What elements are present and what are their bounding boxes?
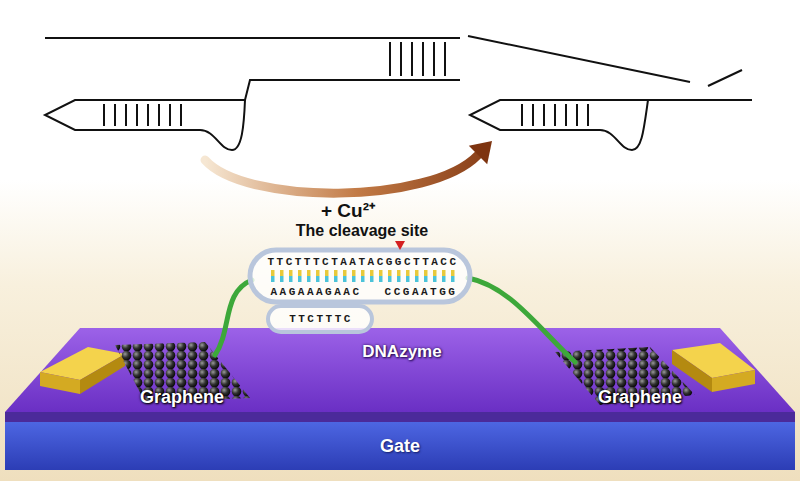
dielectric-edge [5,412,795,422]
sequence-text: CCGAATGG [385,286,458,298]
callout-label: The cleavage site [296,222,429,240]
schematic-intact [45,38,460,150]
dna-ribbon [268,306,372,332]
base-pairs [95,104,186,126]
cleavage-marker [395,241,405,250]
part-label: Gate [380,436,420,457]
reaction-arrow [205,155,478,193]
schematic-cleaved [468,36,752,150]
base-pairs [515,104,593,126]
arrow-head [469,141,492,164]
linker-strand [468,278,575,362]
part-label: Graphene [598,387,682,408]
base-pairs [268,270,457,282]
base-pairs [385,42,450,76]
dielectric-layer [5,328,795,412]
panel-ground [0,180,800,481]
sequence-text: TTCTTTCTAATACGGCTTACC [267,256,458,268]
sequence-text: AAGAAAGAAC [270,286,361,298]
linker-strand [215,280,252,355]
dna-ribbon [250,250,470,302]
reagent-label: + Cu²⁺ [321,197,375,223]
electrode [40,347,125,394]
gate-layer [5,422,795,470]
part-label: Graphene [140,387,224,408]
sequence-text: TTCTTTC [289,313,353,325]
part-label: DNAzyme [362,342,441,362]
